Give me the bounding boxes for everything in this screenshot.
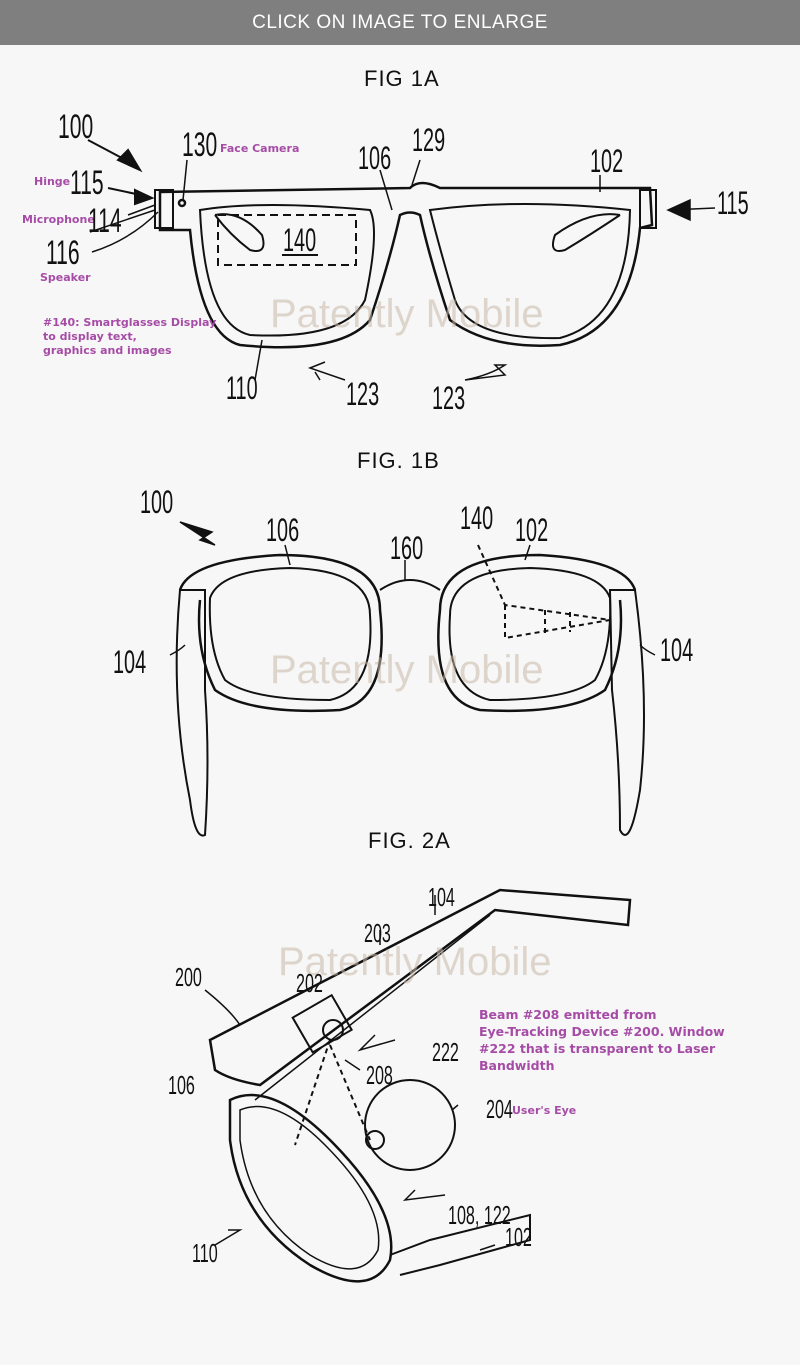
ref-116: 116 (46, 234, 80, 272)
ref-102: 102 (515, 512, 549, 548)
ref-202: 202 (296, 968, 323, 998)
ref-110: 110 (192, 1238, 218, 1268)
ref-115-right: 115 (717, 185, 749, 221)
ref-106: 106 (168, 1070, 195, 1100)
fig2a-glasses-drawing (204, 888, 632, 1283)
ref-106: 106 (266, 512, 300, 548)
ref-106: 106 (358, 140, 392, 176)
note-line: Eye-Tracking Device #200. Window (479, 1024, 725, 1039)
ref-104: 104 (113, 644, 147, 680)
ref-160: 160 (390, 530, 424, 566)
note-users-eye: User's Eye (512, 1104, 577, 1117)
ref-115: 115 (70, 164, 104, 202)
fig1a-title: FIG 1A (364, 66, 440, 91)
note-face-camera: Face Camera (220, 142, 300, 155)
ref-140: 140 (460, 500, 494, 536)
ref-208: 208 (366, 1060, 393, 1090)
note-line: to display text, (43, 330, 137, 343)
fig1b-title: FIG. 1B (357, 448, 440, 473)
fig2a-title: FIG. 2A (368, 828, 451, 853)
ref-222: 222 (432, 1037, 459, 1067)
note-line: #222 that is transparent to Laser (479, 1041, 716, 1056)
note-line: #140: Smartglasses Display (43, 316, 217, 329)
ref-123-right: 123 (432, 380, 466, 416)
ref-100: 100 (58, 108, 94, 146)
note-line: Beam #208 emitted from (479, 1007, 657, 1022)
ref-102: 102 (590, 143, 624, 179)
ref-123: 123 (346, 376, 380, 412)
note-beam: Beam #208 emitted from Eye-Tracking Devi… (479, 1006, 725, 1074)
ref-140: 140 (283, 222, 317, 258)
ref-130: 130 (182, 126, 218, 164)
ref-203: 203 (364, 918, 391, 948)
note-display: #140: Smartglasses Display to display te… (43, 316, 216, 358)
ref-204: 204 (486, 1094, 513, 1124)
note-line: graphics and images (43, 344, 172, 357)
ref-110: 110 (226, 370, 258, 406)
ref-104-right: 104 (660, 632, 694, 668)
note-line: Bandwidth (479, 1058, 555, 1073)
ref-100: 100 (140, 484, 174, 520)
ref-114: 114 (88, 202, 122, 240)
note-speaker: Speaker (40, 271, 91, 284)
note-hinge: Hinge (34, 175, 71, 188)
note-microphone: Microphone (22, 213, 95, 226)
ref-104: 104 (428, 882, 455, 912)
fig1a-glasses-drawing (87, 139, 716, 381)
fig1b-glasses-drawing (169, 521, 656, 837)
ref-102: 102 (505, 1222, 532, 1252)
ref-129: 129 (412, 122, 446, 158)
ref-108-122: 108, 122 (448, 1200, 511, 1230)
ref-200: 200 (175, 962, 202, 992)
enlarge-image-banner[interactable]: CLICK ON IMAGE TO ENLARGE (0, 0, 800, 45)
